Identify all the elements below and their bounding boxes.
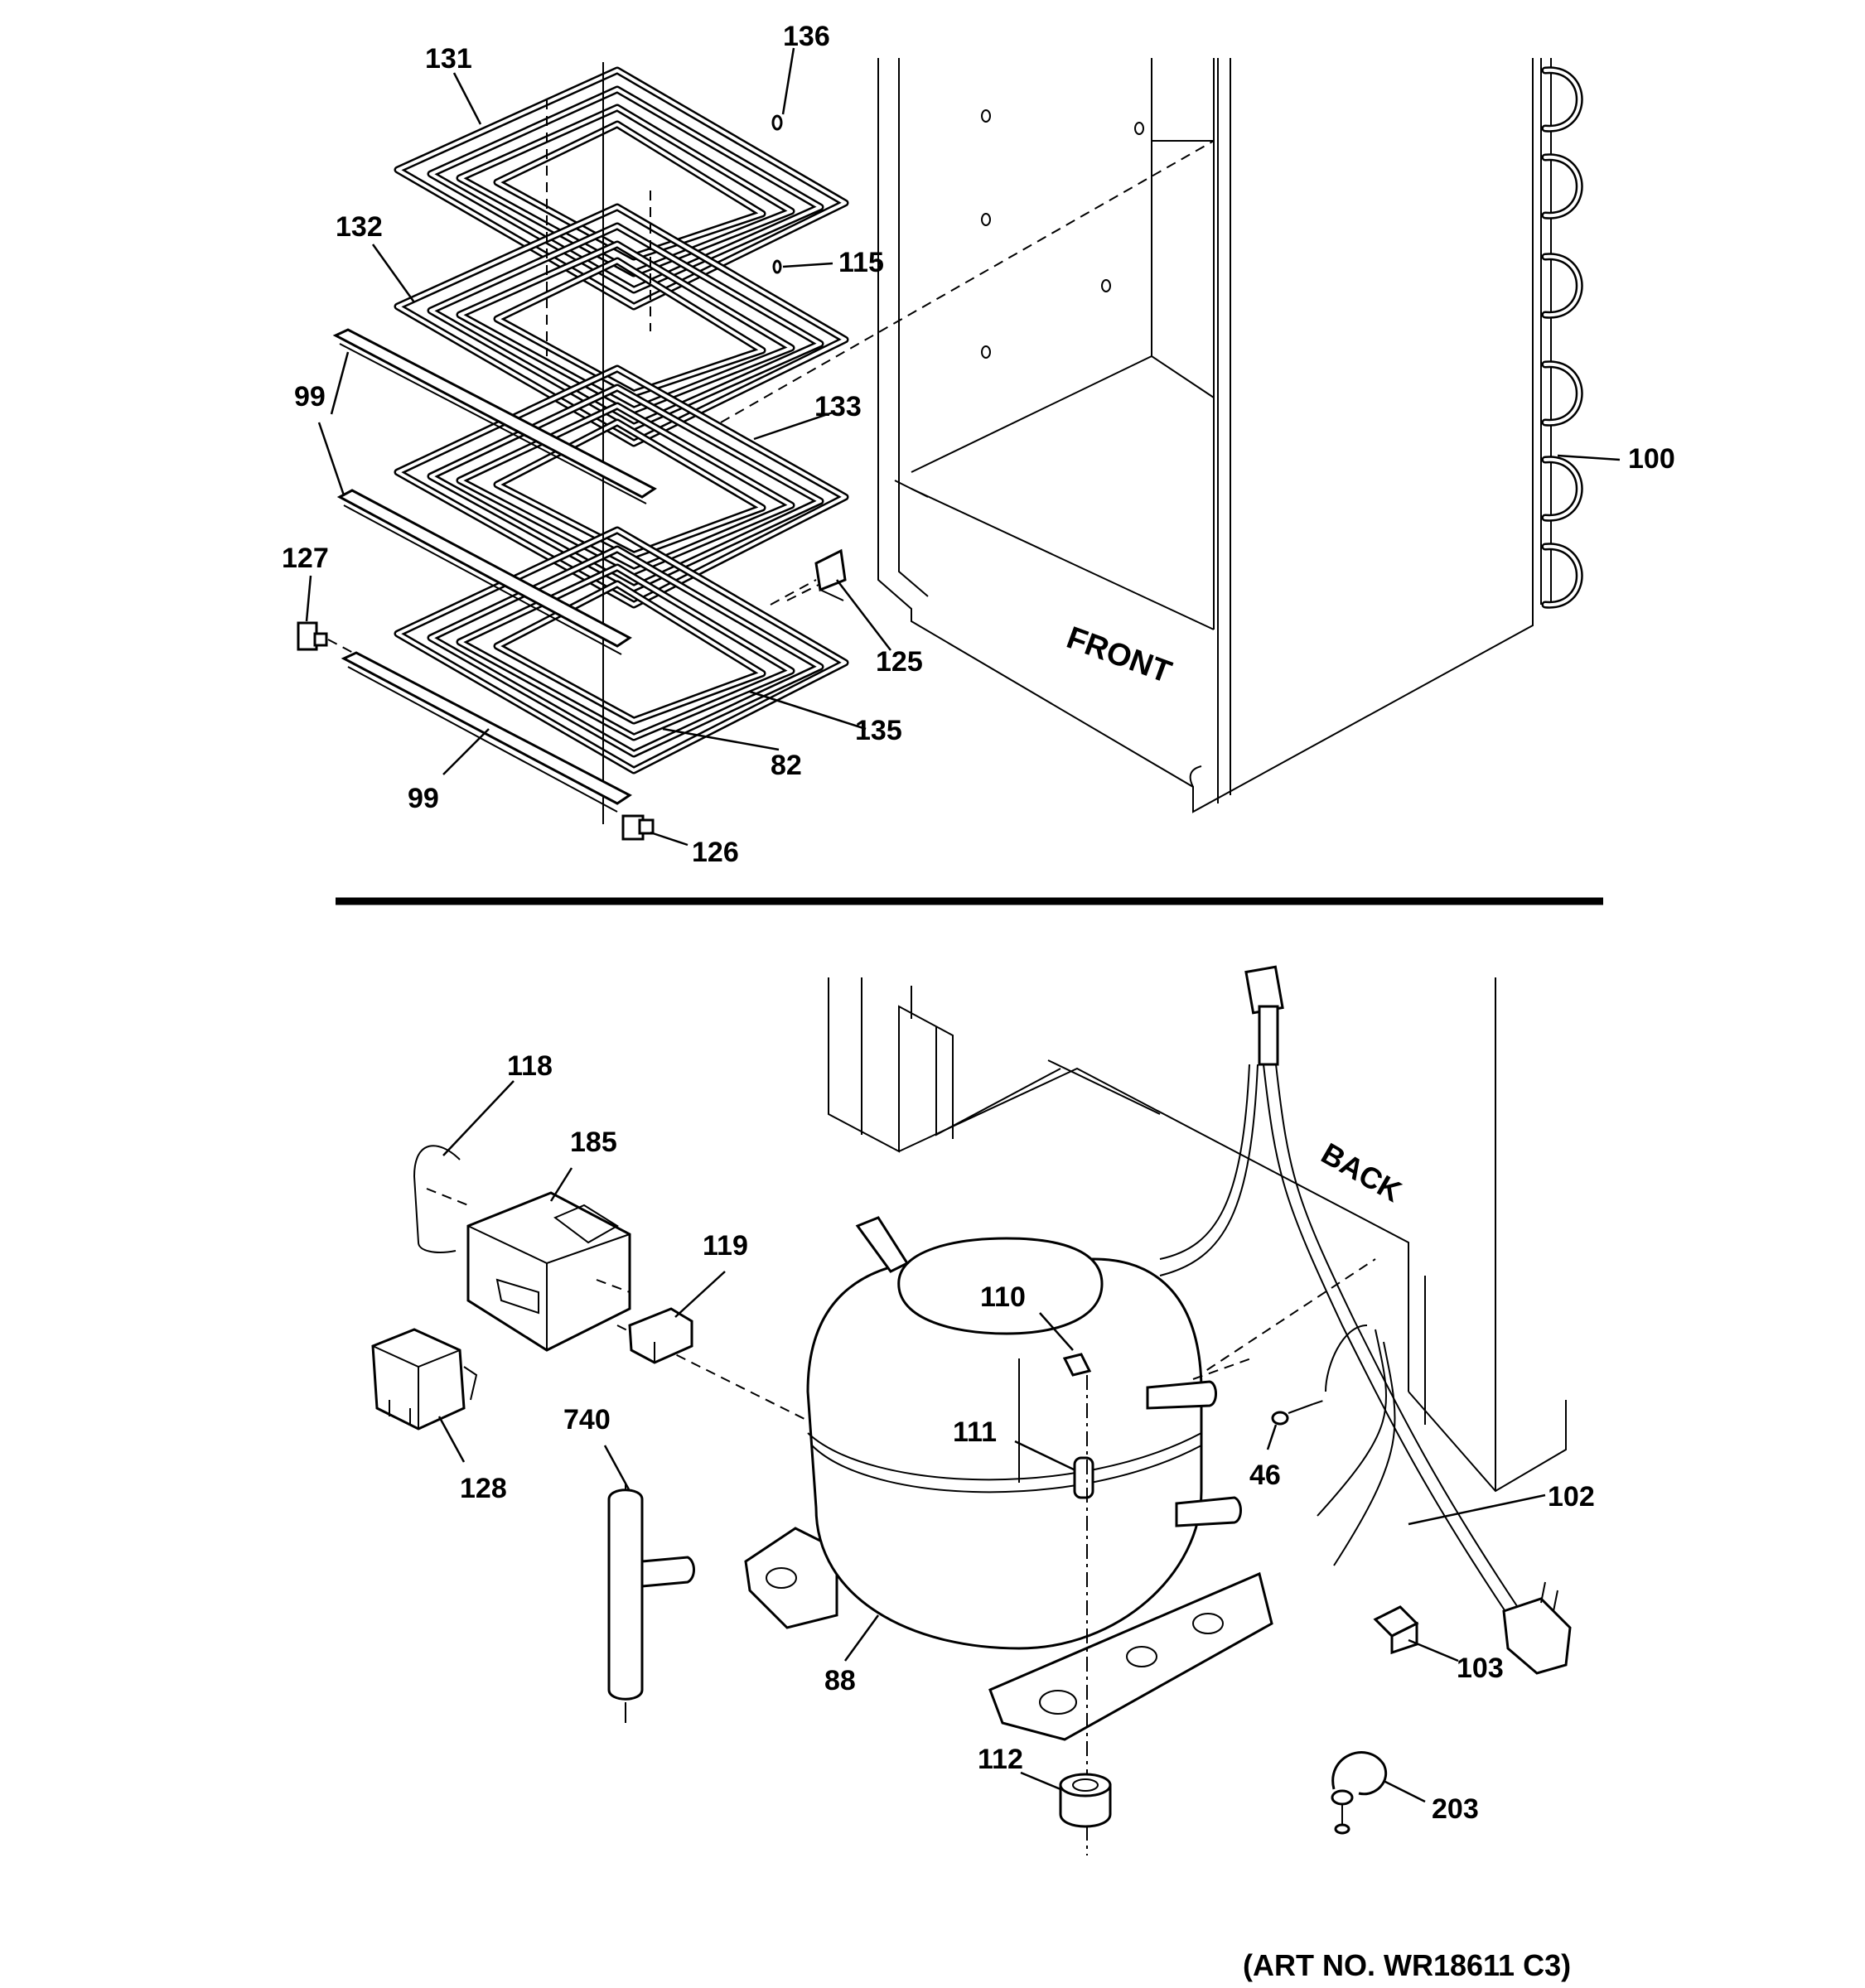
callout-126: 126 (692, 837, 739, 868)
assembly-guide-line (720, 140, 1215, 423)
rail-99-upper-a (332, 328, 657, 504)
callout-127: 127 (282, 543, 329, 574)
callout-46: 46 (1249, 1460, 1281, 1491)
clip-103 (1373, 1605, 1419, 1655)
callout-112: 112 (978, 1744, 1023, 1775)
condenser-coil (1532, 58, 1583, 609)
callout-203: 203 (1432, 1793, 1479, 1825)
callout-119: 119 (703, 1230, 748, 1262)
callout-88: 88 (824, 1665, 856, 1696)
relay-cover-185 (466, 1191, 631, 1352)
callout-100: 100 (1628, 443, 1675, 475)
grommet-112 (1059, 1773, 1112, 1828)
callout-135: 135 (855, 715, 902, 746)
callout-110: 110 (980, 1281, 1026, 1313)
callout-131: 131 (425, 43, 472, 75)
callout-leaders-bottom (437, 1080, 1546, 1803)
clip-126 (621, 814, 655, 841)
callout-740: 740 (563, 1404, 611, 1436)
callout-115: 115 (838, 247, 884, 278)
callout-111: 111 (953, 1416, 997, 1448)
evaporator-shelf-135 (394, 526, 849, 774)
callout-125: 125 (876, 646, 923, 678)
compressor-88 (744, 1216, 1273, 1741)
power-cord-102 (1159, 965, 1572, 1675)
start-device-128 (371, 1328, 478, 1431)
callout-102: 102 (1548, 1481, 1595, 1513)
bracket-125 (814, 548, 847, 601)
front-label: FRONT (1062, 620, 1176, 690)
clamp-203 (1331, 1751, 1388, 1835)
relay-119 (628, 1307, 693, 1364)
callout-185: 185 (570, 1127, 617, 1158)
rail-99-upper-b (336, 489, 632, 655)
back-label: BACK (1316, 1136, 1408, 1209)
screw-115 (772, 259, 782, 274)
overload-cover-118 (413, 1145, 461, 1253)
callout-103: 103 (1457, 1653, 1504, 1684)
evaporator-shelf-133 (394, 364, 849, 609)
drier-740 (607, 1483, 695, 1723)
callout-99-upper-a: 99 (294, 381, 326, 413)
cabinet-liner (877, 58, 1534, 813)
callout-132: 132 (336, 211, 383, 243)
clip-127 (297, 621, 328, 651)
screw-136 (771, 114, 783, 131)
callout-99-lower: 99 (408, 783, 439, 814)
callout-118: 118 (507, 1050, 553, 1082)
art-number: (ART NO. WR18611 C3) (1243, 1948, 1571, 1982)
callout-136: 136 (783, 21, 830, 52)
evaporator-shelf-131 (394, 66, 849, 311)
rail-99-lower (341, 651, 632, 813)
cabinet-base (828, 977, 1567, 1493)
evaporator-shelf-132 (394, 203, 849, 447)
callout-leaders-top (305, 47, 1621, 847)
callout-128: 128 (460, 1473, 507, 1504)
callout-82: 82 (771, 750, 802, 781)
callout-133: 133 (814, 391, 862, 422)
screw-46 (1271, 1399, 1326, 1426)
